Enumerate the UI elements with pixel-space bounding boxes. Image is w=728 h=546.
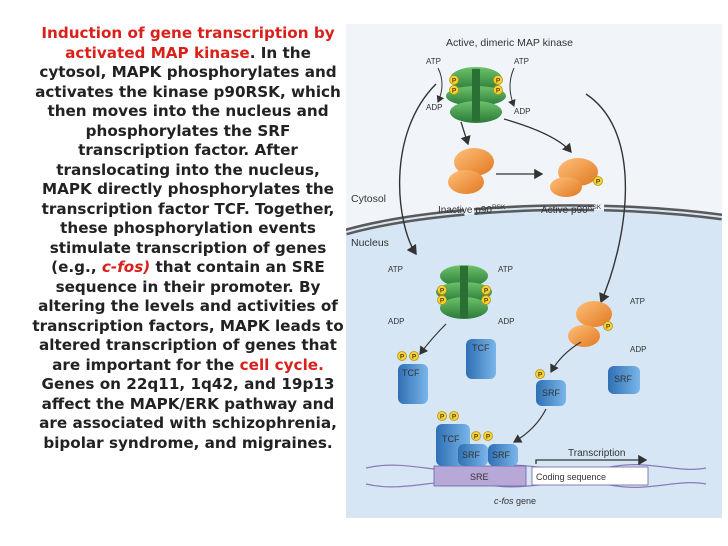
phosphate-label: P xyxy=(412,354,417,361)
tcf-free: TCF xyxy=(466,339,496,379)
transcription-arrow xyxy=(535,454,648,466)
phosphate-label: P xyxy=(496,78,501,85)
kinase-to-active-arrow xyxy=(503,118,572,153)
nucleus-label: Nucleus xyxy=(351,237,389,249)
tcf-label-1: TCF xyxy=(472,343,490,353)
phosphate-label: P xyxy=(440,298,445,305)
nuclear-envelope-inner xyxy=(346,206,722,233)
nuclear-p90rsk: P xyxy=(568,301,613,347)
srf-label-3: SRF xyxy=(462,450,481,460)
phosphate-group: P P P P xyxy=(449,75,503,95)
phosphate-label: P xyxy=(474,434,479,441)
phosphate-label: P xyxy=(452,78,457,85)
phosphate-label: P xyxy=(484,288,489,295)
paragraph-part-2: that contain an SRE sequence in their pr… xyxy=(32,258,344,374)
tcf-label-3: TCF xyxy=(442,434,460,444)
srf-to-dna-arrow xyxy=(512,408,547,443)
coding-sequence-box xyxy=(531,466,649,486)
phosphate-label: P xyxy=(452,414,457,421)
phosphate-group: P P P P xyxy=(437,285,491,305)
transcription-label: Transcription xyxy=(568,448,625,459)
gene-name-italic: c-fos) xyxy=(101,258,151,276)
srf-free: SRF xyxy=(608,366,640,394)
kinase-translocation-arrow xyxy=(398,83,437,256)
srf-label-2: SRF xyxy=(542,388,561,398)
phosphate-label: P xyxy=(486,434,491,441)
phosphate-label: P xyxy=(538,372,543,379)
coding-sequence-label: Coding sequence xyxy=(536,472,606,482)
promoter-complex: SRE Coding sequence TCF P P SRF SRF P P xyxy=(365,411,707,488)
paragraph-part-1: . In the cytosol, MAPK phosphorylates an… xyxy=(35,43,341,277)
adp-label-1: ADP xyxy=(426,103,442,112)
rsk-translocation-arrow xyxy=(585,93,627,304)
c-fos-gene-label: c-fos gene xyxy=(494,496,536,506)
srf-label-1: SRF xyxy=(614,374,633,384)
srf-bound-2 xyxy=(488,444,518,466)
tcf-label-2: TCF xyxy=(402,368,420,378)
atp-label-3: ATP xyxy=(388,265,403,274)
phosphate-label: P xyxy=(484,298,489,305)
paragraph-part-3: Genes on 22q11, 1q42, and 19p13 affect t… xyxy=(39,375,337,452)
cytosol-label: Cytosol xyxy=(351,193,386,205)
atp-arrow-left xyxy=(436,67,445,103)
active-p90rsk-label: Active p90RSK xyxy=(541,204,602,216)
active-p90rsk: P xyxy=(550,158,603,197)
atp-label-2: ATP xyxy=(514,57,529,66)
kinase-to-inactive-arrow xyxy=(460,121,471,146)
map-kinase-pathway-diagram: Cytosol Nucleus Active, dimeric MAP kina… xyxy=(346,24,722,518)
phosphate-label: P xyxy=(452,88,457,95)
atp-arrow-right xyxy=(508,67,516,107)
phosphate-label: P xyxy=(440,288,445,295)
adp-label-5: ADP xyxy=(630,345,646,354)
description-text: Induction of gene transcription by activ… xyxy=(30,24,346,453)
tcf-phosphorylation-arrow xyxy=(419,323,447,355)
atp-label-4: ATP xyxy=(498,265,513,274)
inactive-p90rsk-label: Inactive p90RSK xyxy=(438,204,506,216)
heading-text: Induction of gene transcription by activ… xyxy=(41,24,335,62)
adp-label-2: ADP xyxy=(514,107,530,116)
phosphate-label: P xyxy=(440,414,445,421)
cell-cycle-link: cell cycle. xyxy=(239,355,324,374)
adp-label-4: ADP xyxy=(498,317,514,326)
adp-label-3: ADP xyxy=(388,317,404,326)
sre-label: SRE xyxy=(470,472,489,482)
phosphate-label: P xyxy=(400,354,405,361)
phosphate-label: P xyxy=(606,324,611,331)
phosphate-label: P xyxy=(496,88,501,95)
atp-label-5: ATP xyxy=(630,297,645,306)
phosphate-label: P xyxy=(596,179,601,186)
srf-bound-1 xyxy=(458,444,488,466)
inactive-p90rsk xyxy=(448,148,494,194)
map-kinase-title: Active, dimeric MAP kinase xyxy=(446,37,573,49)
tcf-phosphorylated: P P TCF xyxy=(397,351,428,404)
atp-label-1: ATP xyxy=(426,57,441,66)
srf-phosphorylation-arrow xyxy=(550,341,582,374)
srf-label-4: SRF xyxy=(492,450,511,460)
srf-phosphorylated: P SRF xyxy=(535,369,566,406)
active-map-kinase-top xyxy=(446,67,506,123)
nuclear-map-kinase xyxy=(436,265,492,319)
